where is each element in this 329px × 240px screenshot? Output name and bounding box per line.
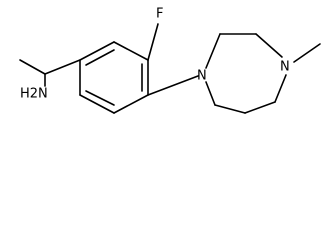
diazepane-bond-3 [255, 33, 283, 58]
ring-bond-5 [79, 94, 115, 114]
atom-label-amine: H2N [20, 87, 48, 102]
bond-methyl-ch [19, 59, 46, 75]
ring-bond-2 [113, 41, 149, 61]
ring-bond-1 [79, 41, 115, 61]
bond-ring-nitrogen [147, 75, 199, 96]
diazepane-bond-5 [244, 101, 276, 114]
diazepane-bond-1 [205, 33, 221, 69]
diazepane-bond-4 [274, 74, 287, 103]
atom-label-methyl-nitrogen: N [280, 60, 290, 75]
ring-bond-4 [113, 94, 149, 114]
bond-ch-ring [44, 59, 81, 75]
atom-label-fluorine: F [156, 7, 163, 22]
diazepane-bond-6 [214, 104, 246, 114]
diazepane-bond-7 [205, 81, 216, 106]
atom-label-ring-nitrogen: N [197, 69, 207, 84]
ring-bond-5-inner [85, 90, 115, 106]
ring-bond-1-inner [85, 49, 115, 66]
molecule-structure-diagram: F N N H2N [19, 7, 321, 114]
bond-ring-fluorine [147, 23, 159, 61]
bond-n-methyl [293, 43, 321, 63]
